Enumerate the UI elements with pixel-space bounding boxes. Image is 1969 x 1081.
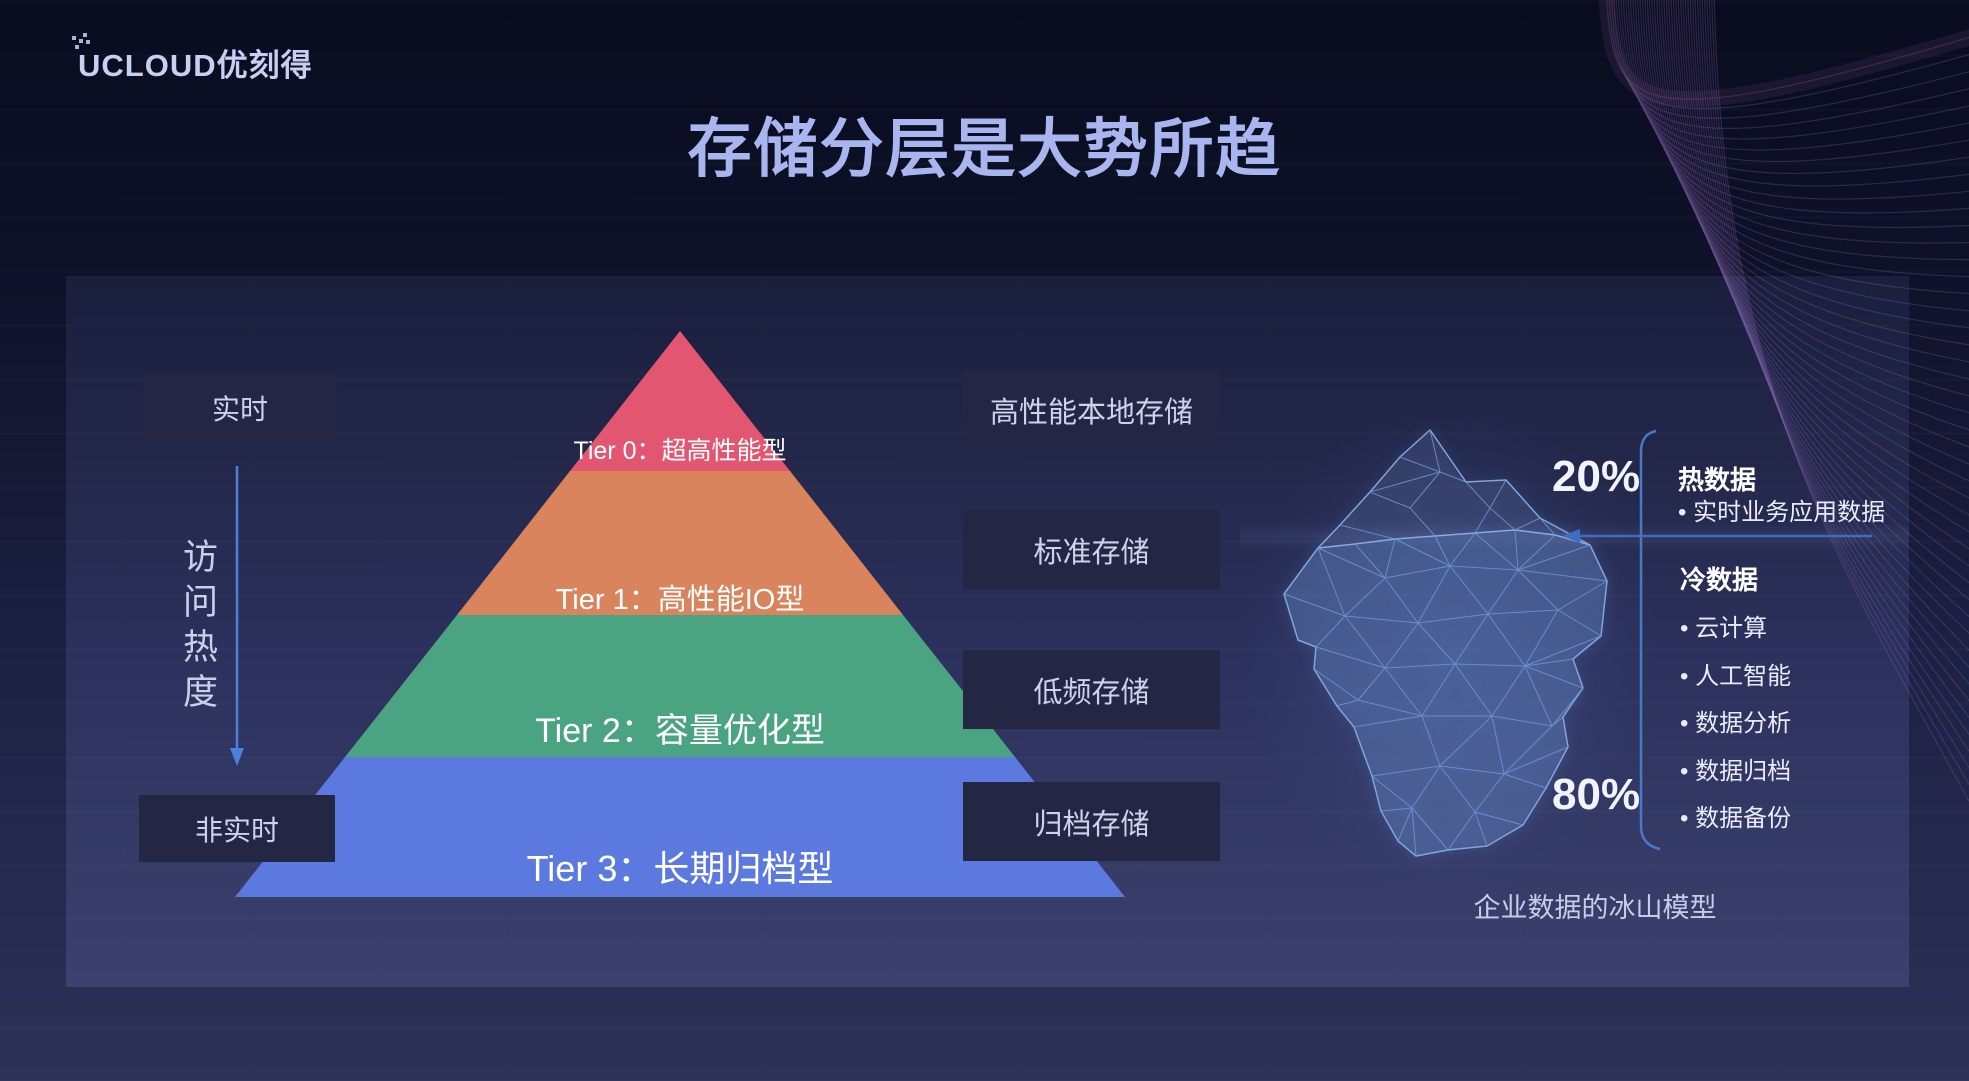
tier2-label: Tier 2：容量优化型 — [535, 712, 825, 750]
iceberg-mesh — [1283, 429, 1608, 857]
cold-data-item: 人工智能 — [1680, 656, 1791, 691]
logo-pixel-dots-icon — [72, 36, 76, 40]
hot-data-percent: 20% — [1552, 452, 1641, 501]
cold-data-heading: 冷数据 — [1680, 565, 1759, 595]
cold-data-item: 数据分析 — [1680, 703, 1791, 738]
iceberg-abovewater-fill — [1318, 430, 1590, 548]
hot-data-item: 实时业务应用数据 — [1678, 492, 1885, 527]
iceberg-glow — [1240, 395, 1660, 905]
hot-data-heading: 热数据 — [1678, 465, 1757, 495]
iceberg-outline — [1283, 429, 1608, 857]
tier3-label: Tier 3：长期归档型 — [526, 848, 834, 889]
storage-box-infrequent: 低频存储 — [963, 650, 1220, 729]
non-realtime-label-box: 非实时 — [139, 795, 335, 862]
brand-logo: UCLOUD优刻得 — [78, 48, 313, 83]
pyramid-tier2-band — [345, 615, 1015, 757]
tier1-label: Tier 1：高性能IO型 — [555, 584, 805, 616]
cold-data-item: 数据备份 — [1680, 798, 1791, 833]
iceberg-waterline — [1317, 529, 1591, 549]
access-heat-axis-label: 访问热度 — [178, 538, 217, 718]
storage-box-high-perf-local: 高性能本地存储 — [963, 370, 1220, 449]
realtime-label-box: 实时 — [143, 374, 337, 441]
storage-tier-pyramid: Tier 0：超高性能型 Tier 1：高性能IO型 Tier 2：容量优化型 … — [235, 331, 1125, 897]
cold-data-item: 云计算 — [1680, 608, 1767, 643]
cold-data-item: 数据归档 — [1680, 751, 1791, 786]
storage-box-standard: 标准存储 — [963, 510, 1220, 589]
storage-box-archive: 归档存储 — [963, 782, 1220, 861]
iceberg-wireframe — [1283, 429, 1608, 857]
cold-data-percent: 80% — [1552, 770, 1641, 819]
iceberg-caption: 企业数据的冰山模型 — [1473, 893, 1717, 923]
page-title: 存储分层是大势所趋 — [687, 113, 1282, 185]
tier0-label: Tier 0：超高性能型 — [573, 437, 787, 465]
corner-wave-pattern — [1598, 0, 1969, 803]
